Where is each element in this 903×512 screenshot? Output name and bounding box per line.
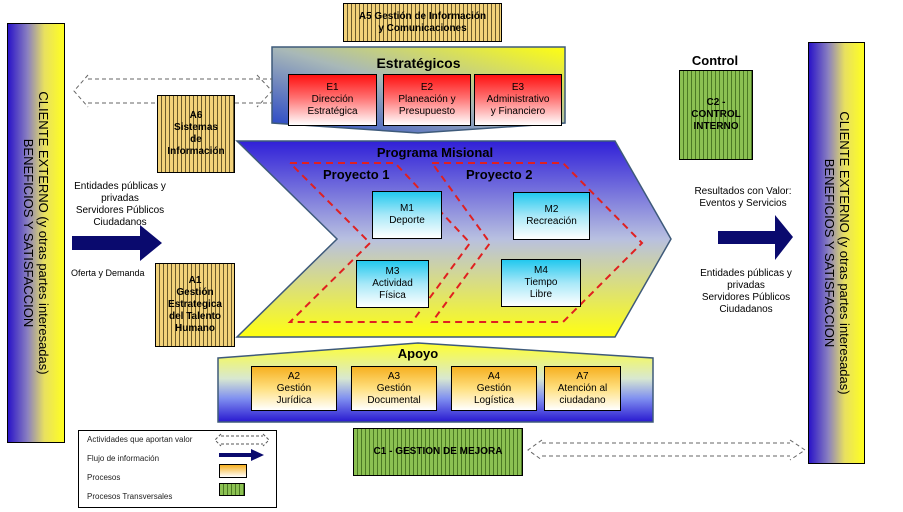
a6-line2: de (190, 134, 202, 145)
a6-code: A6 (189, 110, 203, 121)
output-top1: Resultados con Valor: (694, 186, 792, 197)
a3-code: A3 (387, 370, 401, 382)
a3-line2: Documental (367, 394, 421, 406)
a4-code: A4 (487, 370, 501, 382)
a1-code: A1 (188, 275, 202, 286)
output-line4: Ciudadanos (719, 304, 773, 315)
client-bar-left: CLIENTE EXTERNO (y otras partes interesa… (7, 23, 65, 443)
process-e2[interactable]: E2 Planeación y Presupuesto (383, 74, 471, 126)
output-flow-arrow (718, 215, 793, 260)
control-title: Control (691, 53, 739, 68)
legend-label-transversal: Procesos Transversales (87, 492, 173, 501)
process-a2[interactable]: A2 Gestión Jurídica (251, 366, 337, 411)
m3-line1: Actividad (372, 278, 413, 289)
input-line3: Servidores Públicos (75, 205, 165, 216)
process-m3[interactable]: M3 Actividad Física (356, 260, 429, 308)
a3-line1: Gestión (376, 382, 412, 394)
a6-line1: Sistemas (174, 122, 218, 133)
a7-line1: Atención al (557, 382, 608, 394)
process-m1[interactable]: M1 Deporte (372, 191, 442, 239)
m4-code: M4 (534, 265, 548, 276)
support-title: Apoyo (397, 346, 439, 361)
project1-title: Proyecto 1 (323, 167, 390, 182)
process-a5[interactable]: A5 Gestión de Información y Comunicacion… (343, 3, 502, 42)
a1-line4: Humano (175, 323, 215, 334)
process-m2[interactable]: M2 Recreación (513, 192, 590, 240)
process-c2[interactable]: C2 - CONTROL INTERNO (679, 70, 753, 160)
output-results: Resultados con Valor: Eventos y Servicio… (683, 186, 803, 210)
output-line2: privadas (727, 280, 765, 291)
process-e3[interactable]: E3 Administrativo y Financiero (474, 74, 562, 126)
a5-line2: y Comunicaciones (378, 22, 467, 34)
process-m4[interactable]: M4 Tiempo Libre (501, 259, 581, 307)
process-a6[interactable]: A6 Sistemas de Información (157, 95, 235, 173)
m4-line2: Libre (529, 289, 553, 300)
a7-line2: ciudadano (559, 394, 606, 406)
e3-code: E3 (511, 82, 525, 93)
process-a1[interactable]: A1 Gestión Estrategica del Talento Human… (155, 263, 235, 347)
mission-chevron (235, 140, 672, 338)
c2-line1: C2 - (706, 97, 726, 108)
e2-code: E2 (420, 82, 434, 93)
e1-line1: Dirección (311, 94, 354, 105)
process-a7[interactable]: A7 Atención al ciudadano (544, 366, 621, 411)
input-line2: privadas (101, 193, 139, 204)
mission-title: Programa Misional (376, 145, 494, 160)
e2-line1: Planeación y (398, 94, 456, 105)
m2-code: M2 (544, 204, 559, 215)
a1-line3: del Talento (168, 311, 222, 322)
strategic-title: Estratégicos (376, 55, 461, 71)
process-a4[interactable]: A4 Gestión Logística (451, 366, 537, 411)
a2-line2: Jurídica (276, 394, 312, 406)
project1-outline (287, 162, 472, 323)
client-bar-right: CLIENTE EXTERNO (y otras partes interesa… (808, 42, 865, 464)
a1-line1: Gestión (176, 287, 214, 298)
e1-code: E1 (326, 82, 339, 93)
m1-code: M1 (400, 203, 414, 214)
input-line1: Entidades públicas y (74, 181, 166, 192)
e3-line1: Administrativo (486, 94, 550, 105)
project2-title: Proyecto 2 (466, 167, 533, 182)
process-a3[interactable]: A3 Gestión Documental (351, 366, 437, 411)
output-line1: Entidades públicas y (700, 268, 792, 279)
m3-line2: Física (379, 290, 406, 301)
output-top2: Eventos y Servicios (699, 198, 787, 209)
process-e1[interactable]: E1 Dirección Estratégica (288, 74, 377, 126)
c2-line2: CONTROL (691, 109, 741, 120)
legend-label-value: Actividades que aportan valor (87, 435, 193, 444)
c2-line3: INTERNO (693, 121, 739, 132)
output-line3: Servidores Públicos (701, 292, 791, 303)
a2-code: A2 (287, 370, 301, 382)
m4-line1: Tiempo (524, 277, 558, 288)
input-flow-arrow (72, 225, 162, 261)
e1-line2: Estratégica (307, 106, 358, 117)
a2-line1: Gestión (276, 382, 312, 394)
e2-line2: Presupuesto (398, 106, 456, 117)
m2-line1: Recreación (526, 216, 577, 227)
a7-code: A7 (576, 370, 589, 382)
legend-label-process: Procesos (87, 473, 121, 482)
legend-label-flow: Flujo de información (87, 454, 160, 463)
m1-line1: Deporte (389, 215, 425, 226)
m3-code: M3 (385, 266, 400, 277)
output-stakeholders: Entidades públicas y privadas Servidores… (690, 268, 802, 316)
input-caption: Oferta y Demanda (71, 268, 145, 278)
input-line4: Ciudadanos (93, 217, 147, 228)
value-arrow-bottom (527, 439, 806, 461)
a6-line3: Información (167, 146, 225, 157)
process-c1[interactable]: C1 - GESTION DE MEJORA (353, 428, 523, 476)
a5-line1: A5 Gestión de Información (358, 10, 487, 22)
process-swatch-icon (219, 464, 247, 478)
dashed-double-arrow-icon (214, 433, 270, 447)
transversal-swatch-icon (219, 483, 245, 496)
input-stakeholders: Entidades públicas y privadas Servidores… (66, 181, 174, 229)
legend: Actividades que aportan valor Flujo de i… (78, 430, 277, 508)
a4-line2: Logística (473, 394, 515, 406)
a1-line2: Estrategica (168, 299, 222, 310)
e3-line2: y Financiero (490, 106, 546, 117)
navy-arrow-icon (219, 449, 264, 461)
a4-line1: Gestión (476, 382, 512, 394)
